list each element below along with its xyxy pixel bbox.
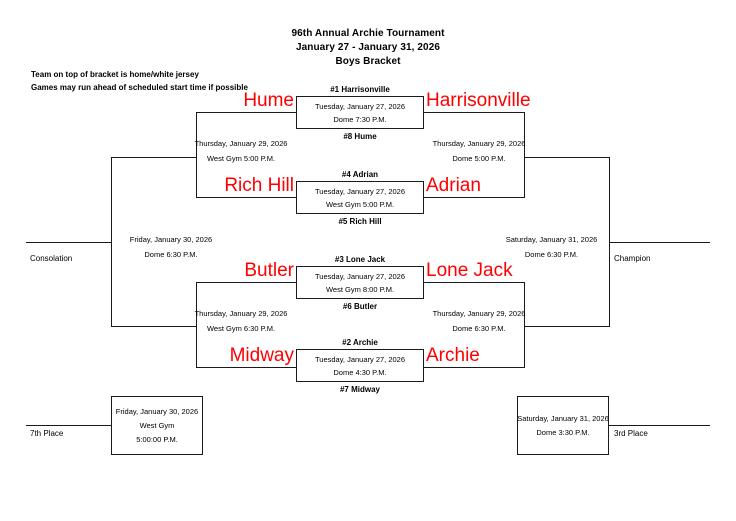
team-midway: Midway	[229, 345, 294, 366]
game4-date: Tuesday, January 27, 2026	[314, 354, 406, 364]
game4-top-seed: #2 Archie	[342, 338, 378, 347]
left-lower-game-location: West Gym 6:30 P.M.	[206, 324, 276, 333]
game3-location: West Gym 8:00 P.M.	[325, 284, 395, 294]
championship-location: Dome 6:30 P.M.	[524, 250, 579, 259]
left-upper-game-info: Thursday, January 29, 2026 West Gym 5:00…	[186, 136, 296, 166]
left-upper-bottom-feed-line	[196, 197, 296, 198]
third-place-date: Saturday, January 31, 2026	[517, 413, 609, 423]
left-upper-game-location: West Gym 5:00 P.M.	[206, 154, 276, 163]
champion-label: Champion	[614, 254, 651, 263]
game2-date: Tuesday, January 27, 2026	[314, 186, 406, 196]
game2-bottom-seed: #5 Rich Hill	[338, 217, 382, 226]
right-upper-game-date: Thursday, January 29, 2026	[432, 139, 526, 148]
right-upper-connector	[524, 112, 525, 198]
game4-box: Tuesday, January 27, 2026 Dome 4:30 P.M.	[296, 349, 424, 382]
left-lower-out-line	[111, 326, 196, 327]
bracket-notes: Team on top of bracket is home/white jer…	[31, 68, 248, 94]
third-place-location: Dome 3:30 P.M.	[536, 427, 590, 437]
team-archie: Archie	[426, 345, 480, 366]
seventh-place-date: Friday, January 30, 2026	[115, 406, 199, 416]
tournament-title: 96th Annual Archie Tournament	[291, 28, 445, 39]
game1-date: Tuesday, January 27, 2026	[314, 101, 406, 111]
bracket-subtitle: Boys Bracket	[335, 56, 401, 67]
game4-bottom-seed: #7 Midway	[339, 385, 380, 394]
right-upper-game-location: Dome 5:00 P.M.	[452, 154, 506, 163]
seventh-place-out-line	[26, 425, 111, 426]
championship-info: Saturday, January 31, 2026 Dome 6:30 P.M…	[494, 232, 609, 262]
game1-bottom-seed: #8 Hume	[343, 132, 377, 141]
right-upper-top-feed-line	[424, 112, 524, 113]
game2-top-seed: #4 Adrian	[341, 170, 379, 179]
seventh-place-label: 7th Place	[30, 429, 64, 438]
team-adrian: Adrian	[426, 175, 481, 196]
left-upper-connector	[196, 112, 197, 198]
game3-box: Tuesday, January 27, 2026 West Gym 8:00 …	[296, 266, 424, 299]
game1-box: Tuesday, January 27, 2026 Dome 7:30 P.M.	[296, 96, 424, 129]
third-place-label: 3rd Place	[614, 429, 648, 438]
game3-bottom-seed: #6 Butler	[342, 302, 378, 311]
right-upper-bottom-feed-line	[424, 197, 524, 198]
consolation-final-info: Friday, January 30, 2026 Dome 6:30 P.M.	[112, 232, 230, 262]
game3-top-seed: #3 Lone Jack	[334, 255, 386, 264]
left-upper-top-feed-line	[196, 112, 296, 113]
note-start-time: Games may run ahead of scheduled start t…	[31, 83, 248, 92]
game1-location: Dome 7:30 P.M.	[333, 114, 387, 124]
right-upper-game-info: Thursday, January 29, 2026 Dome 5:00 P.M…	[424, 136, 534, 166]
right-lower-game-date: Thursday, January 29, 2026	[432, 309, 526, 318]
championship-date: Saturday, January 31, 2026	[505, 235, 598, 244]
team-lone-jack: Lone Jack	[426, 260, 513, 281]
left-lower-connector	[196, 282, 197, 368]
seventh-place-venue: West Gym	[139, 420, 175, 430]
right-lower-bottom-feed-line	[424, 367, 524, 368]
consolation-final-date: Friday, January 30, 2026	[129, 235, 213, 244]
seventh-place-time: 5:00:00 P.M.	[136, 434, 178, 444]
team-harrisonville: Harrisonville	[426, 90, 531, 111]
third-place-out-line	[609, 425, 710, 426]
game4-location: Dome 4:30 P.M.	[333, 367, 387, 377]
right-lower-connector	[524, 282, 525, 368]
left-lower-bottom-feed-line	[196, 367, 296, 368]
team-hume: Hume	[243, 90, 294, 111]
left-lower-top-feed-line	[196, 282, 296, 283]
left-lower-game-info: Thursday, January 29, 2026 West Gym 6:30…	[186, 306, 296, 336]
team-rich-hill: Rich Hill	[224, 175, 294, 196]
game3-date: Tuesday, January 27, 2026	[314, 271, 406, 281]
left-upper-out-line	[111, 157, 196, 158]
game2-location: West Gym 5:00 P.M.	[325, 199, 395, 209]
right-lower-out-line	[524, 326, 609, 327]
tournament-dates: January 27 - January 31, 2026	[295, 42, 441, 53]
consolation-out-line	[26, 242, 111, 243]
consolation-final-location: Dome 6:30 P.M.	[144, 250, 198, 259]
third-place-box: Saturday, January 31, 2026 Dome 3:30 P.M…	[517, 396, 609, 455]
consolation-label: Consolation	[30, 254, 73, 263]
right-lower-game-location: Dome 6:30 P.M.	[452, 324, 506, 333]
seventh-place-box: Friday, January 30, 2026 West Gym 5:00:0…	[111, 396, 203, 455]
game1-top-seed: #1 Harrisonville	[330, 85, 390, 94]
championship-out-line	[609, 242, 710, 243]
right-upper-out-line	[524, 157, 609, 158]
right-lower-game-info: Thursday, January 29, 2026 Dome 6:30 P.M…	[424, 306, 534, 336]
team-butler: Butler	[244, 260, 294, 281]
bracket-header: 96th Annual Archie Tournament January 27…	[0, 27, 736, 69]
game2-box: Tuesday, January 27, 2026 West Gym 5:00 …	[296, 181, 424, 214]
consolation-connector	[111, 157, 112, 327]
right-lower-top-feed-line	[424, 282, 524, 283]
left-upper-game-date: Thursday, January 29, 2026	[194, 139, 288, 148]
note-home-jersey: Team on top of bracket is home/white jer…	[31, 70, 199, 79]
left-lower-game-date: Thursday, January 29, 2026	[194, 309, 288, 318]
